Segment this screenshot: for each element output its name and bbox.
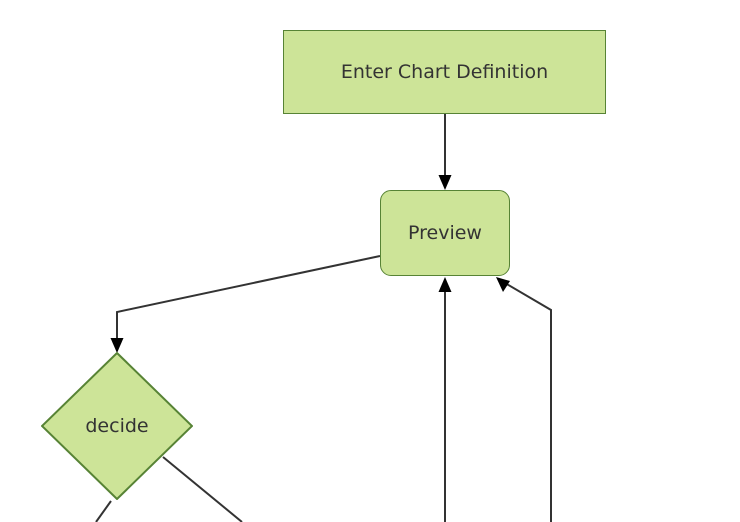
node-decide[interactable]: decide [41, 352, 193, 500]
node-label: Preview [408, 221, 482, 244]
edge-return-right-to-preview [496, 277, 552, 522]
node-enter-chart-definition[interactable]: Enter Chart Definition [283, 30, 606, 114]
edge-return-center-to-preview [438, 277, 452, 522]
edge-decide-out-left [95, 500, 112, 522]
node-preview[interactable]: Preview [380, 190, 510, 276]
node-label: decide [85, 414, 149, 437]
edge-enter-to-preview [438, 114, 452, 190]
node-label: Enter Chart Definition [340, 60, 549, 83]
edge-preview-to-decide [110, 255, 381, 353]
edge-decide-out-right [162, 456, 243, 522]
diamond-shape-icon [41, 352, 193, 500]
